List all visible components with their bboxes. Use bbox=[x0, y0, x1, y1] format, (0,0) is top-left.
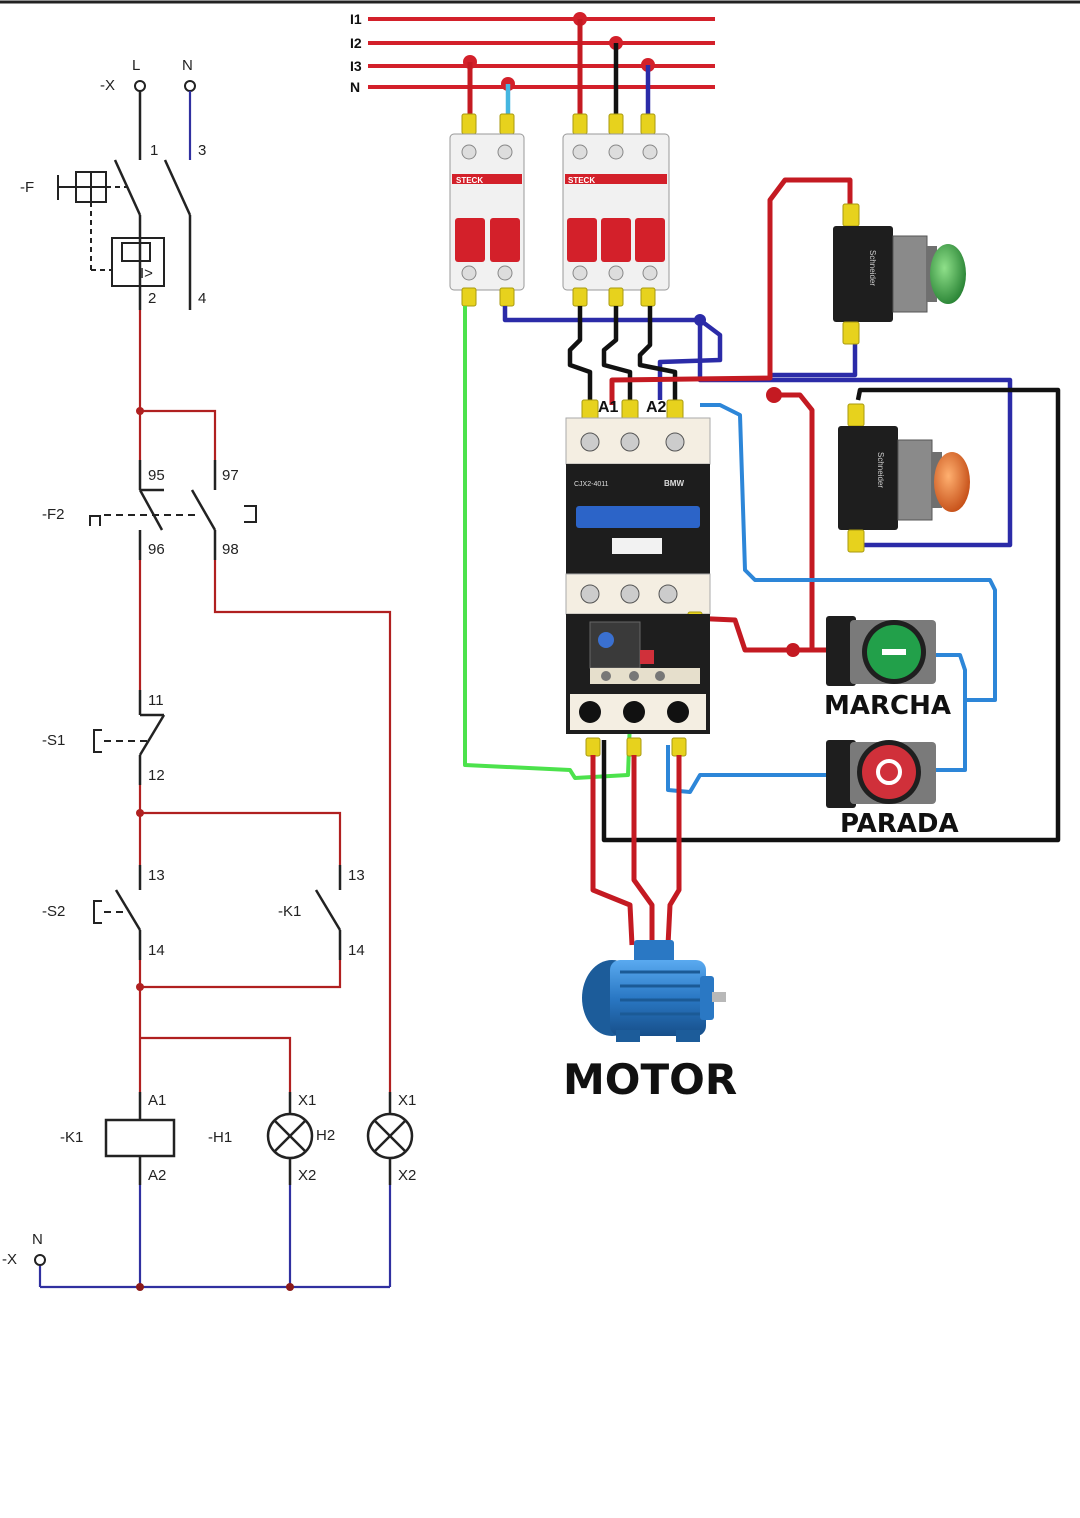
motor-label: MOTOR bbox=[563, 1055, 737, 1104]
svg-text:I>: I> bbox=[140, 265, 153, 282]
neutral-terminal-tag: -X bbox=[2, 1251, 17, 1268]
phase-wire-l1 bbox=[567, 306, 593, 405]
breaker-pin-2: 2 bbox=[148, 290, 156, 307]
lamp-h2-pin-x1: X1 bbox=[398, 1092, 416, 1109]
control-wire bbox=[140, 960, 342, 989]
lamp-h2: H2 X1 X2 bbox=[316, 1092, 416, 1185]
neutral-return: -X N bbox=[2, 1185, 392, 1291]
motor-lead-w bbox=[665, 755, 682, 946]
neutral-wire-lamp bbox=[770, 330, 858, 378]
lamp-h2-tag: H2 bbox=[316, 1127, 335, 1144]
overload-pin-98: 98 bbox=[222, 541, 239, 558]
breaker-tag: -F bbox=[20, 179, 34, 196]
supply-bus: I1 I2 I3 N bbox=[350, 11, 715, 95]
stop-button-s1: -S1 11 12 bbox=[42, 690, 166, 785]
breaker-pin-1: 1 bbox=[150, 142, 158, 159]
holding-contact-k1: -K1 13 14 bbox=[278, 865, 365, 960]
overload-tag: -F2 bbox=[42, 506, 65, 523]
control-wire bbox=[140, 409, 217, 460]
breaker-brand-1: STECK bbox=[456, 176, 483, 185]
lamp-h1-tag: -H1 bbox=[208, 1129, 232, 1146]
holding-contact-tag: -K1 bbox=[278, 903, 301, 920]
green-wire bbox=[463, 306, 632, 780]
holding-contact-pin-13: 13 bbox=[348, 867, 365, 884]
control-wire-loop bbox=[770, 392, 815, 653]
bus-label-l2: I2 bbox=[350, 35, 362, 51]
coil-tag: -K1 bbox=[60, 1129, 83, 1146]
start-button-pin-13: 13 bbox=[148, 867, 165, 884]
lamp-brand-1: Schneider bbox=[868, 250, 877, 286]
main-breaker: STECK bbox=[562, 113, 670, 307]
blue-wire-marcha-parada bbox=[935, 653, 967, 772]
overload-pin-97: 97 bbox=[222, 467, 239, 484]
control-wire-a1 bbox=[609, 177, 853, 405]
green-pilot-lamp: Schneider bbox=[833, 203, 966, 345]
coil-terminal-a1: A1 bbox=[598, 399, 619, 416]
coil-pin-a2: A2 bbox=[148, 1167, 166, 1184]
motor: MOTOR bbox=[563, 940, 737, 1104]
lamp-h1-wire bbox=[140, 1036, 292, 1092]
stop-label: PARADA bbox=[840, 809, 959, 839]
control-breaker: STECK bbox=[449, 113, 525, 307]
lamp-h2-wire bbox=[213, 560, 392, 1092]
breaker-pin-3: 3 bbox=[198, 142, 206, 159]
bus-label-l3: I3 bbox=[350, 58, 362, 74]
stop-button-pin-11: 11 bbox=[148, 692, 164, 709]
supply-terminal-line: -X L bbox=[100, 57, 146, 94]
orange-pilot-lamp: Schneider bbox=[838, 403, 970, 553]
coil-pin-a1: A1 bbox=[148, 1092, 166, 1109]
blue-wire-parada bbox=[666, 745, 835, 794]
lamp-h1-pin-x1: X1 bbox=[298, 1092, 316, 1109]
bus-label-n: N bbox=[350, 79, 360, 95]
lamp-brand-2: Schneider bbox=[876, 452, 885, 488]
contactor-model: CJX2-4011 bbox=[574, 481, 609, 488]
blue-wire-13 bbox=[700, 403, 997, 702]
bus-label-l1: I1 bbox=[350, 11, 362, 27]
breaker-f: I> -F 1 3 2 4 bbox=[20, 91, 206, 310]
neutral-wire-a2 bbox=[657, 318, 723, 400]
contactor-brand: BMW bbox=[664, 479, 684, 488]
supply-line-label: L bbox=[132, 57, 140, 74]
stop-button-pin-12: 12 bbox=[148, 767, 165, 784]
lamp-h1-pin-x2: X2 bbox=[298, 1167, 316, 1184]
supply-terminal-neutral: N bbox=[182, 57, 196, 92]
stop-pushbutton: PARADA bbox=[826, 740, 959, 839]
breaker-brand-2: STECK bbox=[568, 176, 595, 185]
supply-neutral-label: N bbox=[182, 57, 193, 74]
lamp-h2-pin-x2: X2 bbox=[398, 1167, 416, 1184]
start-label: MARCHA bbox=[824, 691, 951, 721]
neutral-label: N bbox=[32, 1231, 43, 1248]
supply-terminal-tag: -X bbox=[100, 77, 115, 94]
control-schematic: -X L N I> -F 1 3 bbox=[2, 57, 416, 1291]
overload-contact-f2: -F2 95 97 96 98 bbox=[42, 460, 257, 560]
lamp-h1: -H1 X1 X2 bbox=[208, 1092, 316, 1185]
breaker-pin-4: 4 bbox=[198, 290, 206, 307]
black-return-wire bbox=[601, 387, 1061, 843]
start-button-tag: -S2 bbox=[42, 903, 65, 920]
coil-terminal-a2: A2 bbox=[646, 399, 667, 416]
wiring-panel: I1 I2 I3 N STECK bbox=[350, 11, 1061, 1104]
contactor-k1: CJX2-4011 BMW A1 A2 bbox=[565, 399, 711, 757]
motor-lead-u bbox=[590, 755, 635, 946]
start-pushbutton: MARCHA bbox=[824, 616, 951, 721]
control-wire bbox=[140, 811, 342, 865]
overload-pin-95: 95 bbox=[148, 467, 165, 484]
start-button-pin-14: 14 bbox=[148, 942, 165, 959]
coil-k1: -K1 A1 A2 bbox=[60, 1092, 176, 1185]
holding-contact-pin-14: 14 bbox=[348, 942, 365, 959]
start-button-s2: -S2 13 14 bbox=[42, 865, 165, 960]
stop-button-tag: -S1 bbox=[42, 732, 65, 749]
overload-pin-96: 96 bbox=[148, 541, 165, 558]
motor-lead-v bbox=[631, 755, 655, 945]
